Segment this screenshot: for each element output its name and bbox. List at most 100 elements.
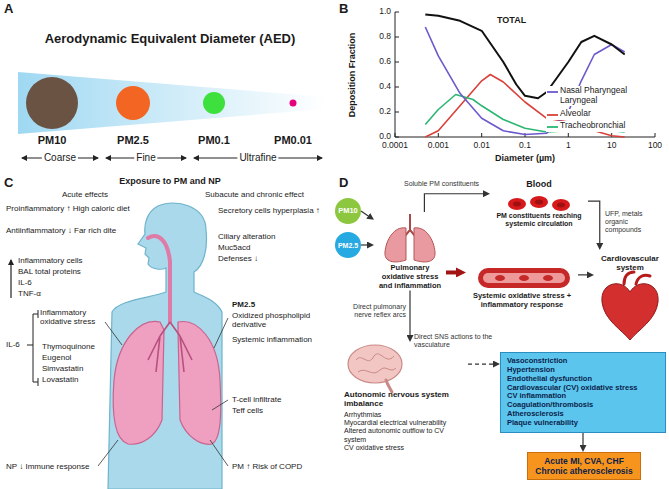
- edge-label: Soluble PM constituents: [404, 180, 492, 188]
- dashed-arrow: [468, 363, 493, 364]
- legend-line: [547, 114, 558, 116]
- tick-label: 0.6: [379, 57, 391, 67]
- node-text: Hypertension: [507, 366, 659, 375]
- effect-label: IL-6: [6, 340, 20, 349]
- node-text: PM constituents reaching systemic circul…: [490, 212, 588, 229]
- effect-label: TNF-α: [18, 289, 41, 298]
- inhibition-bracket: [27, 310, 38, 386]
- effect-label: Systemic inflammation: [232, 335, 330, 344]
- effect-label: NP ↓ Immune response: [6, 462, 89, 471]
- particle-circle: PM2.5: [335, 232, 361, 258]
- legend-sample: [546, 87, 560, 97]
- node-heading: Vasoconstriction: [507, 357, 659, 366]
- effect-label: Oxidized phospholipid derivative: [232, 311, 326, 329]
- edge-label: UFP, metals organic compounds: [605, 210, 665, 234]
- effect-label: T-cell infiltrate: [232, 395, 281, 404]
- brain-node: Autonomic nervous system imbalanceArrhyt…: [340, 342, 468, 452]
- node-text: Atherosclerosis: [507, 410, 659, 419]
- increase-arrow: [10, 260, 11, 298]
- node-heading: PM2.5: [338, 242, 358, 249]
- y-ticks: [395, 12, 399, 137]
- size-label: PM0.01: [274, 134, 312, 147]
- effect-label: PM2.5: [232, 300, 255, 309]
- node-text: Plaque vulnerability: [507, 419, 659, 428]
- leader-line: [212, 400, 228, 410]
- legend-line: [547, 91, 558, 93]
- legend-row: Tracheobronchial: [546, 121, 660, 132]
- node-heading: Cardiovascular system: [594, 254, 666, 273]
- y-axis: [395, 12, 396, 137]
- particle-pm001: [290, 100, 297, 107]
- tick-label: 10: [607, 141, 616, 151]
- tick-label: 0.4: [379, 82, 391, 92]
- tick-label: 0.0001: [382, 141, 408, 151]
- legend-sample: [546, 122, 560, 132]
- edge-label: Direct SNS actions to the vasculature: [414, 333, 494, 349]
- node-heading: Autonomic nervous system imbalance: [344, 390, 468, 409]
- size-range: Ultrafine: [237, 152, 278, 164]
- lung-node: Pulmonary oxidative stress and inflammat…: [374, 212, 446, 291]
- vessel-lumen: [483, 273, 565, 283]
- aorta: [624, 272, 650, 284]
- left-lung: [113, 322, 164, 445]
- effect-label: Ciliary alteration: [218, 232, 275, 241]
- effect-label: Muc5acd: [218, 243, 250, 252]
- tick-label: 0.8: [379, 32, 391, 42]
- blood-cell-core: [513, 202, 521, 207]
- blood-cell-core: [557, 203, 565, 208]
- tick-label: 0.01: [473, 141, 490, 151]
- effect-label: Proinflammatory ↑ High caloric diet: [6, 204, 138, 213]
- particle-pm25: [116, 86, 150, 120]
- size-label: PM2.5: [117, 134, 149, 147]
- node-text: Endothelial dysfunction: [507, 375, 659, 384]
- tick-label: 1.0: [379, 7, 391, 17]
- legend-line: [547, 126, 558, 128]
- right-lung: [178, 322, 221, 445]
- effect-label: BAL total proteins: [18, 267, 81, 276]
- effect-label: PM ↑ Risk of COPD: [232, 462, 302, 471]
- legend-sample: [546, 110, 560, 120]
- leader-line: [98, 440, 118, 466]
- flow-arrow: [361, 244, 367, 245]
- node-heading: Blood: [490, 179, 588, 190]
- edge-label: Direct pulmonary nerve reflex arcs: [342, 303, 406, 319]
- blood-node: Blood PM constituents reaching systemic c…: [490, 179, 588, 228]
- effect-label: IL-6: [18, 278, 32, 287]
- panel-title: Aerodynamic Equivalent Diameter (AED): [45, 32, 296, 47]
- node-text: Altered autonomic outflow to CV system: [344, 427, 468, 444]
- particle-pm01: [203, 92, 225, 114]
- body-silhouette: [108, 203, 222, 489]
- blood-cell: [543, 275, 553, 281]
- panel-heading: Exposure to PM and NP: [119, 176, 221, 186]
- effect-heading: Subacute and chronic effect: [205, 190, 304, 199]
- tick-label: 0.2: [379, 107, 391, 117]
- tick-label: 1: [566, 141, 571, 151]
- effect-label: Lovastatin: [42, 375, 78, 384]
- leader-line: [105, 322, 122, 345]
- tick-label: 100: [648, 141, 662, 151]
- node-heading: Acute MI, CVA, CHF: [532, 456, 636, 466]
- legend-text: Alveolar: [560, 109, 660, 119]
- node-heading: PM10: [338, 207, 358, 215]
- blood-vessel: [478, 268, 570, 288]
- blood-cell-core: [535, 200, 543, 205]
- axis-title: Deposition Fraction: [347, 33, 357, 118]
- effect-label: Teff cells: [232, 406, 263, 415]
- particle-circle: PM10: [335, 198, 361, 224]
- particle-pm10: [26, 77, 78, 129]
- flow-arrow: [409, 291, 410, 335]
- brain-folds: [356, 354, 396, 373]
- effect-label: Simvastatin: [42, 364, 83, 373]
- node-text: CV inflammation: [507, 392, 659, 401]
- node-text: CV oxidative stress: [344, 444, 468, 452]
- lung-lobe: [414, 228, 435, 262]
- outcome-box: Acute MI, CVA, CHFChronic atherosclerosi…: [527, 452, 641, 480]
- node-heading: Systemic oxidative stress + inflammatory…: [466, 292, 578, 310]
- size-band: [18, 72, 326, 134]
- panel-letter: B: [339, 2, 348, 17]
- bronchi: [148, 322, 192, 372]
- node-heading: Pulmonary oxidative stress and inflammat…: [374, 264, 446, 291]
- effect-heading: Acute effects: [62, 190, 108, 199]
- brain: [348, 345, 402, 383]
- axis-title: Diameter (µm): [495, 153, 555, 163]
